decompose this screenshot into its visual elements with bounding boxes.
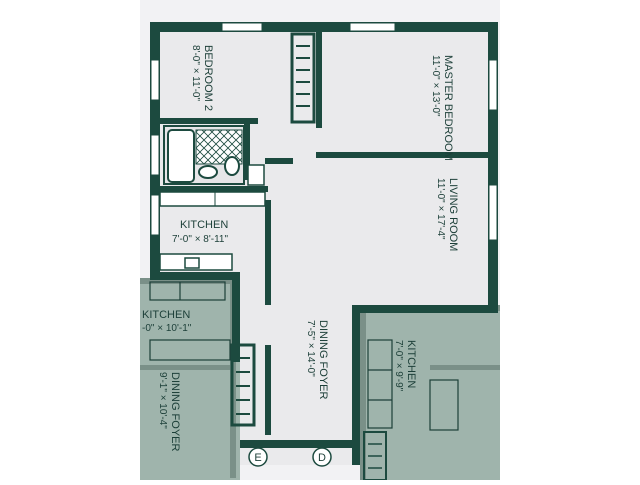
room-label-dining: DINING FOYER 7'-5" × 14'-0" — [305, 320, 329, 400]
room-label-kitchen: KITCHEN 7'-0" × 8'-11" — [172, 219, 228, 245]
room-name: KITCHEN — [405, 340, 417, 388]
wall-hall-side — [265, 200, 271, 305]
wall-living-bottom — [352, 305, 498, 313]
neighbor-label-kitchen-right: KITCHEN 7'-0" × 9'-9" — [393, 340, 417, 392]
wall-right — [488, 22, 498, 310]
svg-text:E: E — [254, 452, 261, 464]
left-margin — [0, 0, 140, 480]
closet-foyer — [230, 343, 256, 427]
wall-hall — [265, 158, 293, 164]
room-dims: -0" × 10'-1" — [142, 323, 192, 334]
wall-bath-right — [244, 120, 250, 180]
window — [150, 59, 160, 101]
wall-master-bottom — [316, 152, 492, 158]
neighbor-unit-left — [140, 278, 240, 480]
wall-master-left — [316, 28, 322, 128]
sink — [198, 165, 218, 179]
neighbor-wall — [140, 278, 240, 284]
room-name: MASTER BEDROOM — [442, 55, 454, 161]
interior-walls — [158, 28, 492, 435]
toilet — [224, 156, 240, 176]
room-dims: 7'-0" × 8'-11" — [172, 234, 228, 245]
marker-e: E — [248, 447, 268, 467]
neighbor-wall — [360, 305, 366, 480]
room-label-living: LIVING ROOM 11'-0" × 17'-4" — [435, 178, 459, 251]
room-dims: 7'-5" × 14'-0" — [305, 320, 316, 377]
room-dims: 8'-0" × 11'-0" — [190, 45, 201, 101]
neighbor-label-kitchen-left: KITCHEN -0" × 10'-1" — [142, 309, 192, 334]
window — [488, 59, 498, 111]
linen-closet — [247, 164, 265, 186]
window — [150, 134, 160, 176]
window — [488, 184, 498, 241]
bathtub — [167, 129, 195, 183]
room-name: LIVING ROOM — [447, 178, 459, 251]
wall-kitchen-bottom — [150, 272, 240, 280]
right-margin — [500, 0, 640, 480]
windows — [150, 22, 498, 241]
wall-foyer-bottom — [240, 440, 356, 448]
wall-kitchen-top — [158, 186, 268, 192]
window — [349, 22, 396, 32]
room-name: DINING FOYER — [169, 372, 181, 452]
wall-bedroom2-bottom — [158, 118, 258, 124]
room-dims: 7'-0" × 9'-9" — [393, 340, 404, 392]
closet-master — [290, 32, 316, 124]
svg-text:D: D — [318, 452, 326, 464]
room-name: DINING FOYER — [317, 320, 329, 400]
kitchen-counters — [159, 191, 266, 271]
room-name: BEDROOM 2 — [202, 45, 214, 111]
neighbor-label-dining-left: DINING FOYER 9'-1" × 10'-4" — [157, 372, 181, 452]
window — [150, 194, 160, 236]
room-name: KITCHEN — [180, 219, 228, 231]
kitchen-sink — [184, 257, 200, 269]
wall-foyer-left — [265, 345, 271, 435]
room-dims: 11'-0" × 17'-4" — [435, 178, 446, 240]
wall-dining-right — [352, 305, 360, 465]
marker-d: D — [312, 447, 332, 467]
neighbor-fixtures — [149, 281, 459, 431]
room-dims: 11'-0" × 13'-0" — [430, 55, 441, 117]
neighbor-wall — [430, 365, 500, 370]
room-dims: 9'-1" × 10'-4" — [157, 372, 168, 429]
neighbor-wall — [140, 365, 235, 370]
window — [221, 22, 263, 32]
room-name: KITCHEN — [142, 309, 190, 321]
room-label-master: MASTER BEDROOM 11'-0" × 13'-0" — [430, 55, 454, 161]
bathroom — [163, 125, 265, 186]
wall-kitchen-side — [232, 272, 240, 362]
room-label-bedroom2: BEDROOM 2 8'-0" × 11'-0" — [190, 45, 214, 111]
wall-top — [150, 22, 498, 32]
